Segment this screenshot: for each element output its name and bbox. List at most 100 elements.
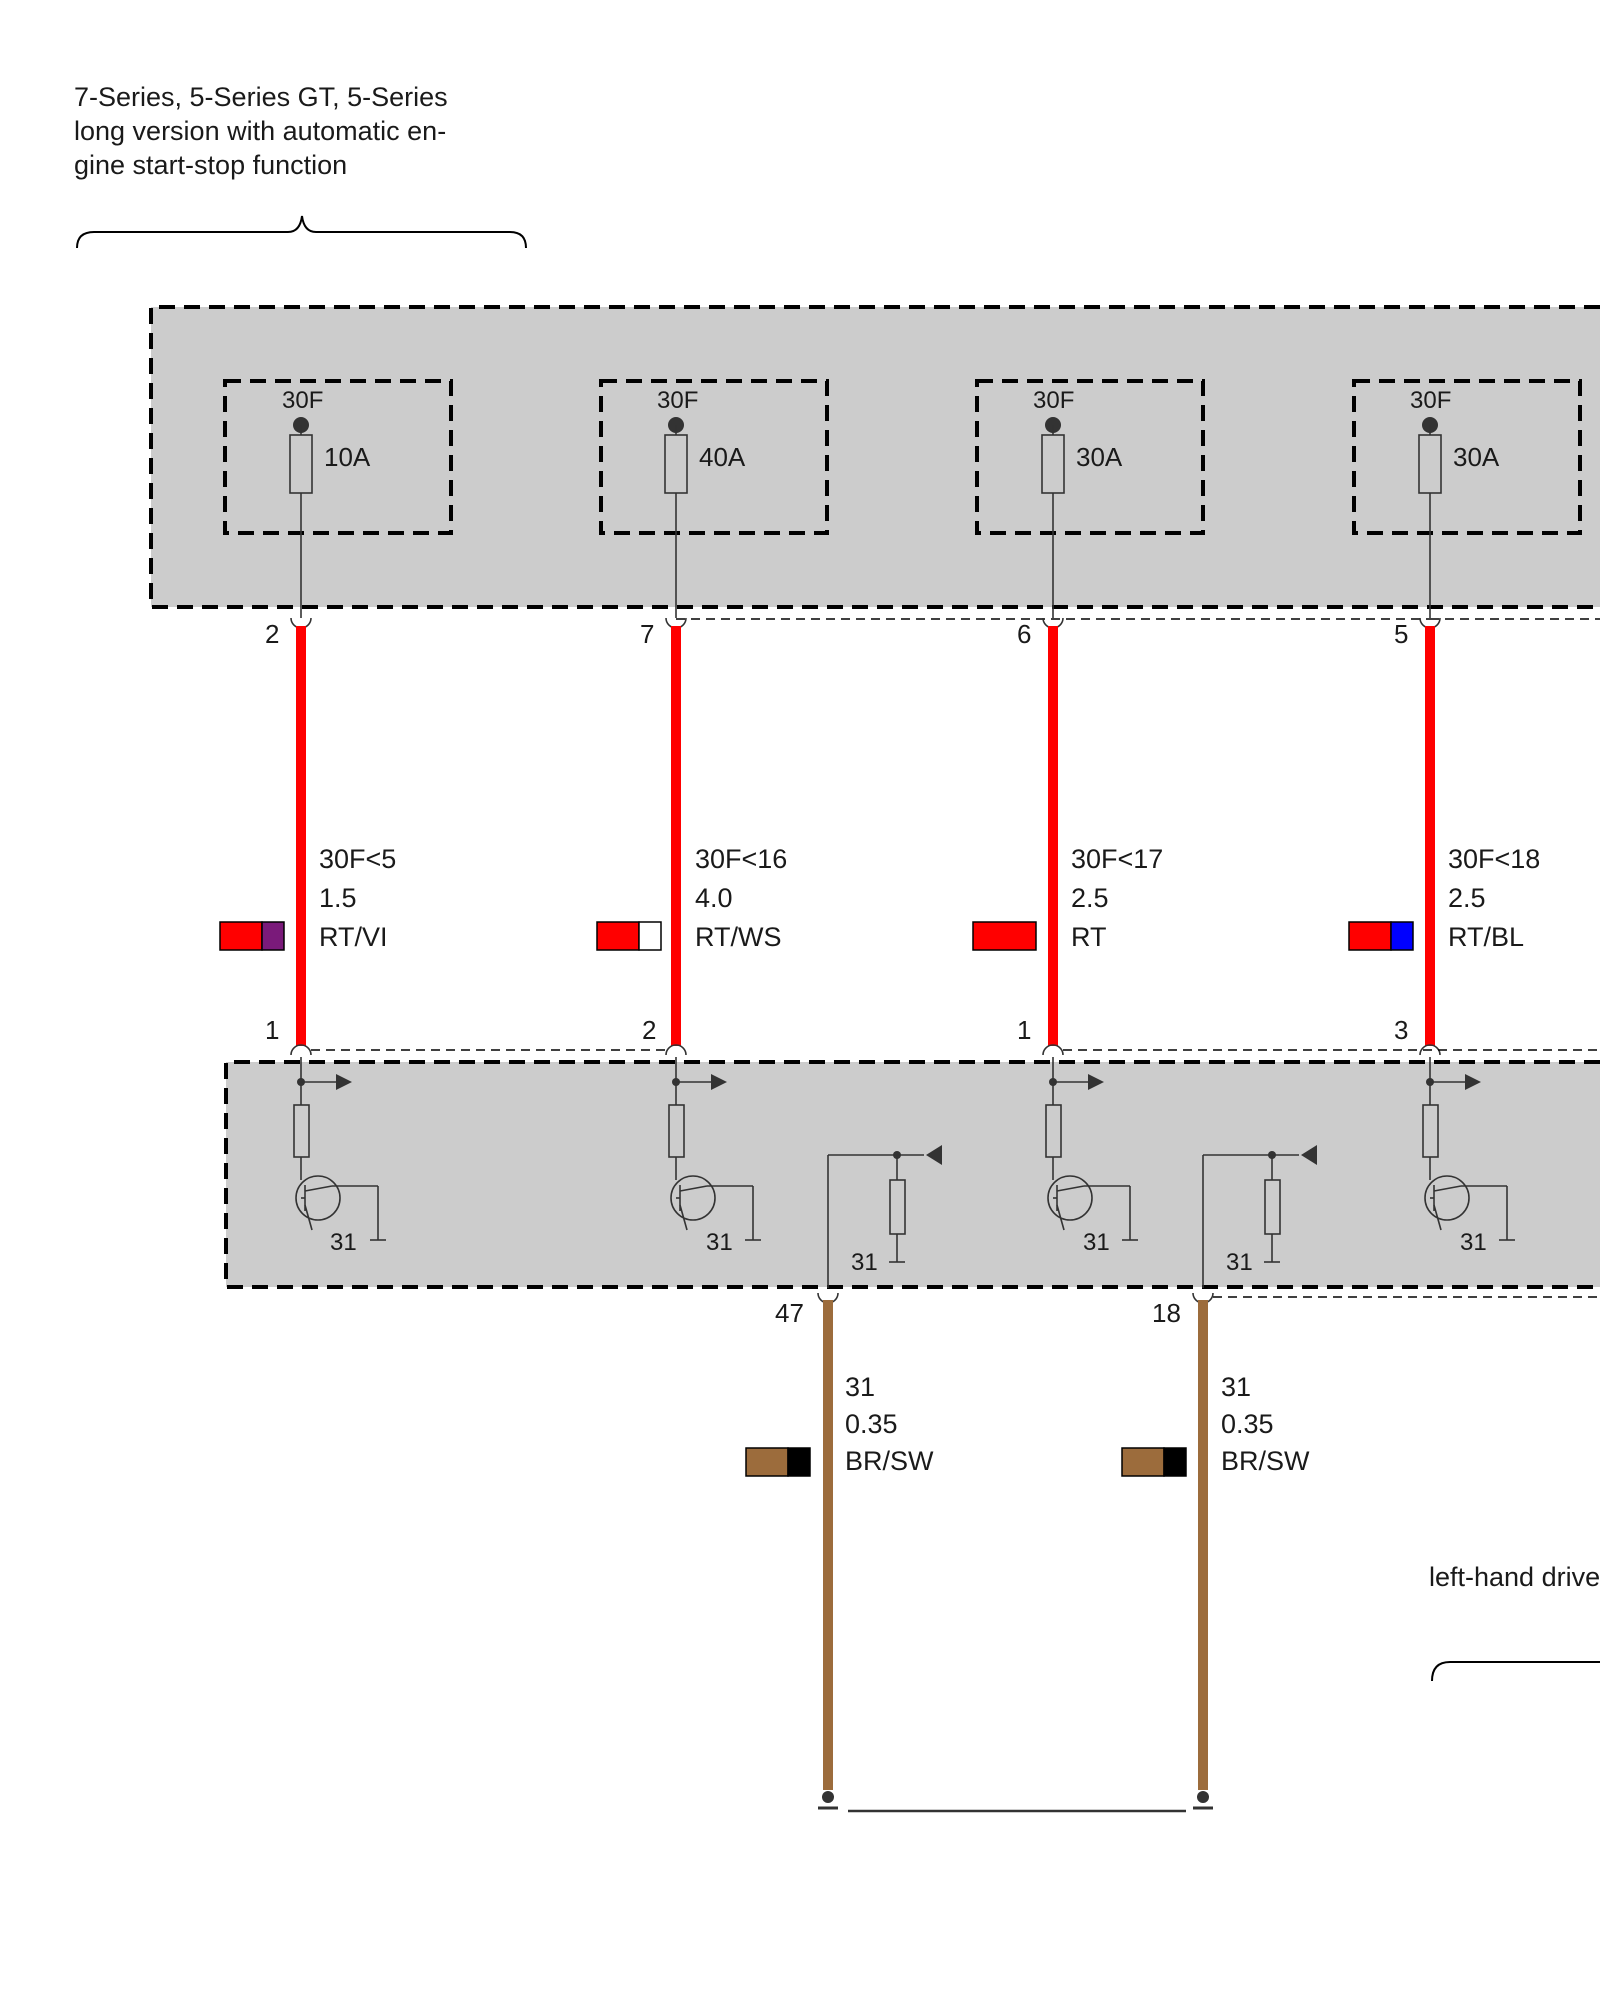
wire-size: 1.5 xyxy=(319,883,357,913)
transistor-icon xyxy=(295,1175,341,1221)
ground-label: 31 xyxy=(330,1229,357,1256)
wire-signal: 30F<18 xyxy=(1448,844,1540,874)
connector-pin-icon xyxy=(290,1044,312,1056)
power-distribution-box-outline xyxy=(149,305,1600,609)
resistor-icon xyxy=(889,1179,906,1235)
ground-label: 31 xyxy=(1460,1229,1487,1256)
lower-pin-number: 3 xyxy=(1394,1015,1408,1045)
fuse-icon xyxy=(664,434,688,494)
transistor-icon xyxy=(670,1175,716,1221)
fuse-rating: 30A xyxy=(1076,442,1123,472)
variant-note-line-3: gine start-stop function xyxy=(74,150,347,180)
connector-pin-icon xyxy=(665,1044,687,1056)
fuse-holder xyxy=(223,379,453,535)
resistor-icon xyxy=(1422,1104,1439,1158)
wire-red-blue xyxy=(1425,626,1435,1046)
transistor-icon xyxy=(1424,1175,1470,1221)
variant-note-line-2: long version with automatic en- xyxy=(74,116,446,146)
output-arrow-icon xyxy=(711,1074,727,1090)
wire-signal: 31 xyxy=(1221,1372,1251,1402)
resistor-icon xyxy=(293,1104,310,1158)
fuse-rating: 30A xyxy=(1453,442,1500,472)
ground-label: 31 xyxy=(1083,1229,1110,1256)
wire-signal: 30F<17 xyxy=(1071,844,1163,874)
upper-pin-number: 7 xyxy=(640,619,654,649)
wire-signal: 30F<5 xyxy=(319,844,396,874)
resistor-icon xyxy=(1045,1104,1062,1158)
wire-size: 2.5 xyxy=(1071,883,1109,913)
wire-colour-swatch-stripe xyxy=(638,921,662,951)
connector-pin-icon xyxy=(1419,1044,1441,1056)
ground-sense-1: 31 xyxy=(827,1145,942,1288)
ground-sense-2: 31 xyxy=(1202,1145,1317,1288)
fuse-holder xyxy=(599,379,829,535)
wire-colour-code: BR/SW xyxy=(1221,1446,1310,1476)
drive-note: left-hand drive xyxy=(1429,1562,1600,1682)
output-arrow-icon xyxy=(1088,1074,1104,1090)
ground-pin-number: 18 xyxy=(1152,1298,1181,1328)
drive-note-brace xyxy=(1431,1661,1600,1682)
wire-colour-code: RT/WS xyxy=(695,922,782,952)
control-module-outline xyxy=(224,1060,1600,1289)
wire-size: 0.35 xyxy=(1221,1409,1274,1439)
wire-colour-swatch-stripe xyxy=(1163,1447,1187,1477)
input-arrow-icon xyxy=(1301,1145,1317,1165)
fuse-col-2: 30F 40A 7 30F<16 4.0 RT/WS 2 xyxy=(596,379,829,1056)
output-arrow-icon xyxy=(1465,1074,1481,1090)
wire-colour-code: RT/BL xyxy=(1448,922,1524,952)
ground-wire-2: 18 31 0.35 BR/SW xyxy=(1121,1292,1310,1810)
wire-colour-code: RT/VI xyxy=(319,922,388,952)
variant-note: 7-Series, 5-Series GT, 5-Series long ver… xyxy=(74,82,527,249)
splice-dot xyxy=(822,1791,834,1803)
wire-colour-swatch-main xyxy=(596,921,640,951)
splice-dot xyxy=(1197,1791,1209,1803)
fuse-terminal-label: 30F xyxy=(1410,387,1451,414)
connector-pin-icon xyxy=(1042,1044,1064,1056)
output-stage-4: 31 xyxy=(1422,1057,1515,1256)
wire-colour-swatch-main xyxy=(972,921,1037,951)
upper-pin-number: 2 xyxy=(265,619,279,649)
resistor-icon xyxy=(668,1104,685,1158)
wire-brown-black xyxy=(823,1300,833,1790)
wire-colour-swatch-stripe xyxy=(787,1447,811,1477)
wire-size: 2.5 xyxy=(1448,883,1486,913)
upper-pin-number: 6 xyxy=(1017,619,1031,649)
wire-red-violet xyxy=(296,626,306,1046)
fuse-holder xyxy=(975,379,1205,535)
wire-brown-black xyxy=(1198,1300,1208,1790)
drive-note-text: left-hand drive xyxy=(1429,1562,1600,1592)
wire-colour-swatch-main xyxy=(1121,1447,1165,1477)
wire-colour-swatch-stripe xyxy=(261,921,285,951)
ground-pin-number: 47 xyxy=(775,1298,804,1328)
fuse-col-3: 30F 30A 6 30F<17 2.5 RT 1 xyxy=(972,379,1205,1056)
output-arrow-icon xyxy=(336,1074,352,1090)
lower-pin-number: 1 xyxy=(1017,1015,1031,1045)
wire-colour-swatch-main xyxy=(745,1447,789,1477)
variant-note-line-1: 7-Series, 5-Series GT, 5-Series xyxy=(74,82,448,112)
fuse-col-1: 30F 10A 2 30F<5 1.5 RT/VI 1 xyxy=(219,379,453,1056)
fuse-icon xyxy=(289,434,313,494)
ground-label: 31 xyxy=(706,1229,733,1256)
control-module: 31 31 xyxy=(224,1049,1600,1298)
fuse-holder xyxy=(1352,379,1582,535)
fuse-terminal-label: 30F xyxy=(1033,387,1074,414)
fuse-icon xyxy=(1418,434,1442,494)
power-distribution-box xyxy=(149,305,1600,620)
wire-signal: 30F<16 xyxy=(695,844,787,874)
wire-size: 0.35 xyxy=(845,1409,898,1439)
wire-colour-swatch-main xyxy=(1348,921,1392,951)
wire-colour-code: BR/SW xyxy=(845,1446,934,1476)
lower-pin-number: 1 xyxy=(265,1015,279,1045)
wire-signal: 31 xyxy=(845,1372,875,1402)
lower-pin-number: 2 xyxy=(642,1015,656,1045)
ground-wire-1: 47 31 0.35 BR/SW xyxy=(745,1292,934,1810)
resistor-icon xyxy=(1264,1179,1281,1235)
input-arrow-icon xyxy=(926,1145,942,1165)
fuse-terminal-label: 30F xyxy=(282,387,323,414)
transistor-icon xyxy=(1047,1175,1093,1221)
wire-colour-swatch-stripe xyxy=(1390,921,1414,951)
output-stage-2: 31 xyxy=(668,1057,761,1256)
variant-brace xyxy=(76,215,527,249)
output-stage-1: 31 xyxy=(293,1057,386,1256)
